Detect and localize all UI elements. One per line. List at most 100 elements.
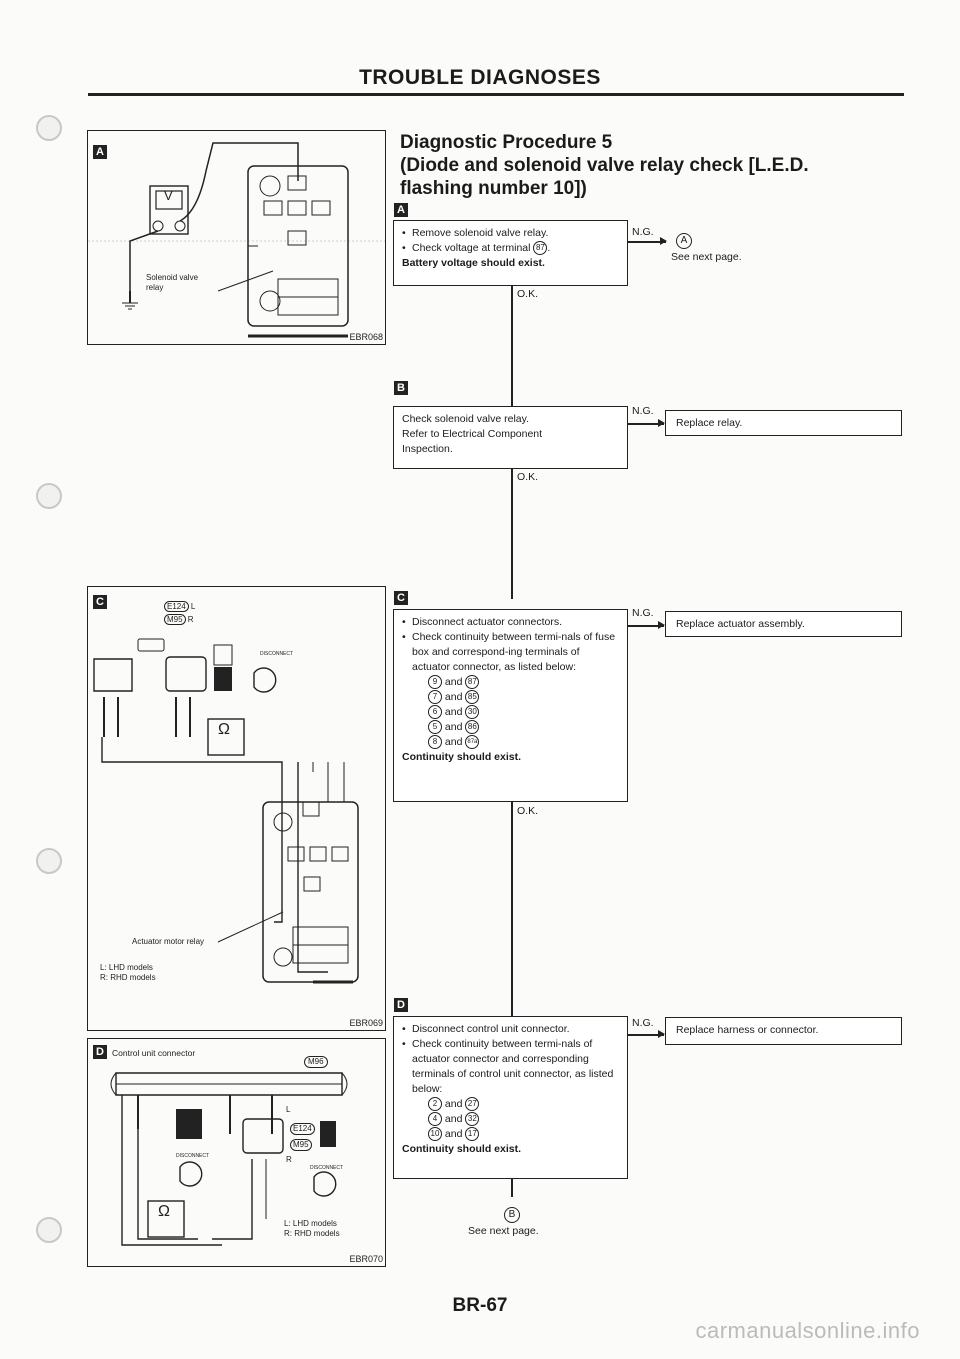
- step-a-item-1: Remove solenoid valve relay.: [402, 226, 619, 241]
- step-c-pair: 5 and 86: [402, 720, 619, 735]
- step-d-box: Disconnect control unit connector. Check…: [393, 1016, 628, 1179]
- figure-a: A V Solenoid valve relay EBR068: [87, 130, 386, 345]
- step-b-ng-arrow: [628, 420, 665, 426]
- figure-d-code: EBR070: [349, 1254, 383, 1264]
- figure-a-label-solenoid: Solenoid valve: [146, 273, 199, 282]
- step-d-pair-and: and: [444, 1113, 463, 1125]
- figure-c-legend-l: L: LHD models: [100, 963, 153, 972]
- figure-d-conn: M96: [304, 1056, 328, 1068]
- step-c-expected: Continuity should exist.: [402, 751, 522, 763]
- terminal-87-icon: 87: [465, 675, 480, 690]
- title-rule: [88, 93, 904, 96]
- flow-line-a-b: [511, 286, 513, 406]
- figure-d-conn2: M95: [290, 1139, 312, 1151]
- step-c-pair: 6 and 30: [402, 705, 619, 720]
- step-a-ok: O.K.: [517, 288, 539, 300]
- procedure-title-line2: (Diode and solenoid valve relay check [L…: [400, 155, 809, 176]
- step-b-tag: B: [394, 381, 408, 395]
- step-c-box: Disconnect actuator connectors. Check co…: [393, 609, 628, 802]
- figure-c-disconnect: DISCONNECT: [260, 651, 294, 657]
- step-c-ng-action: Replace actuator assembly.: [665, 611, 902, 637]
- step-b-ng: N.G.: [632, 405, 654, 417]
- step-d-pair: 2 and 27: [402, 1097, 619, 1112]
- figure-c-conn2-id: M95: [164, 614, 186, 625]
- terminal-8-icon: 8: [428, 735, 442, 750]
- step-a-ng: N.G.: [632, 226, 654, 238]
- step-c-pair-and: and: [444, 706, 463, 718]
- figure-c: C E124 L M95 R Ω DISCONNECT Actuator mo: [87, 586, 386, 1031]
- step-b-line-3: Inspection.: [402, 443, 453, 455]
- figure-d-diagram: [110, 1072, 348, 1246]
- figure-d-title: Control unit connector: [112, 1048, 196, 1058]
- step-c-ng: N.G.: [632, 607, 654, 619]
- step-a-ng-mark: A: [676, 232, 692, 250]
- page-number: BR-67: [452, 1295, 508, 1316]
- step-d-pair-and: and: [444, 1128, 463, 1140]
- step-d-ng-action: Replace harness or connector.: [665, 1017, 902, 1045]
- step-c-pair-and: and: [444, 676, 463, 688]
- terminal-5-icon: 5: [428, 720, 442, 735]
- figure-c-conn1-id: E124: [164, 601, 189, 612]
- figure-c-conn1: E124 L: [164, 601, 196, 612]
- figure-d-legend-l: L: LHD models: [284, 1219, 337, 1228]
- step-d-ng-arrow: [628, 1031, 665, 1037]
- procedure-title-line3: flashing number 10]): [400, 178, 587, 199]
- terminal-2-icon: 2: [428, 1097, 442, 1112]
- step-a-box: Remove solenoid valve relay. Check volta…: [393, 220, 628, 286]
- figure-c-diagram: [93, 638, 359, 984]
- figure-c-meter: Ω: [218, 721, 230, 738]
- step-c-ok: O.K.: [517, 805, 539, 817]
- figure-c-conn1-side: L: [190, 602, 196, 611]
- step-b-line-1: Check solenoid valve relay.: [402, 413, 530, 425]
- terminal-17-icon: 17: [465, 1127, 480, 1142]
- flow-line-d-end: [511, 1179, 513, 1197]
- step-c-pair: 7 and 85: [402, 690, 619, 705]
- step-d-item-1: Disconnect control unit connector.: [402, 1022, 619, 1037]
- terminal-6-icon: 6: [428, 705, 442, 720]
- terminal-86-icon: 86: [465, 720, 480, 735]
- terminal-85-icon: 85: [465, 690, 480, 705]
- step-b-line-2: Refer to Electrical Component: [402, 428, 543, 440]
- step-d-item-2: Check continuity between termi-nals of a…: [402, 1037, 619, 1097]
- step-d-ng: N.G.: [632, 1017, 654, 1029]
- figure-d-side-l: L: [286, 1105, 291, 1114]
- figure-d-disconnect-1: DISCONNECT: [176, 1153, 210, 1159]
- terminal-4-icon: 4: [428, 1112, 442, 1127]
- step-a-item-2-text: Check voltage at terminal: [412, 242, 531, 254]
- figure-a-meter-label: V: [164, 188, 173, 203]
- step-d-pair-and: and: [444, 1098, 463, 1110]
- step-c-item-2: Check continuity between termi-nals of f…: [402, 630, 619, 675]
- page-title: TROUBLE DIAGNOSES: [359, 66, 601, 89]
- figure-d-meter: Ω: [158, 1203, 170, 1220]
- figure-d-legend-r: R: RHD models: [284, 1229, 340, 1238]
- watermark: carmanualsonline.info: [695, 1318, 920, 1343]
- terminal-10-icon: 10: [428, 1127, 442, 1142]
- step-c-tag: C: [394, 591, 408, 605]
- flow-line-c-d: [511, 802, 513, 1020]
- circle-a-icon: A: [676, 232, 692, 249]
- figure-c-code: EBR069: [349, 1018, 383, 1028]
- step-a-tag: A: [394, 203, 408, 217]
- step-d-tag: D: [394, 998, 408, 1012]
- step-b-box: Check solenoid valve relay. Refer to Ele…: [393, 406, 628, 469]
- figure-a-diagram: [88, 142, 385, 338]
- step-d-end-text: See next page.: [468, 1225, 539, 1237]
- binder-hole: [36, 483, 62, 509]
- step-b-ok: O.K.: [517, 471, 539, 483]
- terminal-30-icon: 30: [465, 705, 480, 720]
- figure-a-code: EBR068: [349, 332, 383, 342]
- figure-d-conn1: E124: [290, 1123, 315, 1135]
- circle-b-icon: B: [504, 1206, 520, 1223]
- step-a-item-2: Check voltage at terminal 87.: [402, 241, 619, 256]
- figure-a-tag: A: [93, 145, 107, 159]
- step-a-ng-text: See next page.: [671, 251, 742, 263]
- flow-line-b-c: [511, 469, 513, 599]
- terminal-27-icon: 27: [465, 1097, 480, 1112]
- terminal-32-icon: 32: [465, 1112, 480, 1127]
- figure-d-side-r: R: [286, 1155, 292, 1164]
- binder-hole: [36, 848, 62, 874]
- step-d-expected: Continuity should exist.: [402, 1143, 522, 1155]
- binder-hole: [36, 1217, 62, 1243]
- step-c-pair-and: and: [444, 691, 463, 703]
- step-b-ng-action: Replace relay.: [665, 410, 902, 436]
